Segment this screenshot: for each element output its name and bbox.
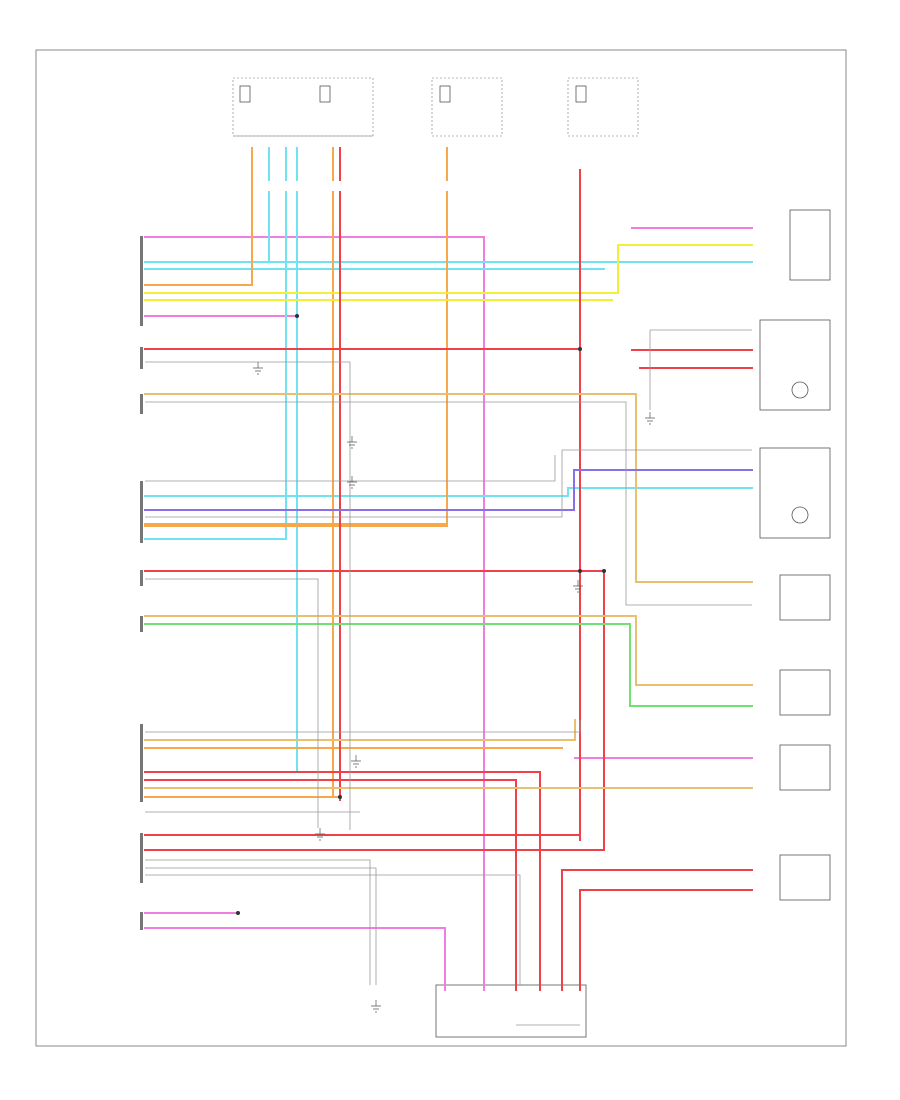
fuse-block-center xyxy=(431,77,503,137)
driver-door-ajar-switch xyxy=(779,574,831,621)
wires-green xyxy=(144,623,753,707)
wires-gray xyxy=(145,329,752,985)
ground-symbols xyxy=(253,362,655,1013)
wires-yellow xyxy=(144,244,753,301)
left-rear-door-ajar-switch xyxy=(779,854,831,901)
driver-door-lock-actuator xyxy=(759,319,831,411)
fuse-block-right xyxy=(567,77,639,137)
wires-tan xyxy=(144,393,753,789)
wires-purple xyxy=(144,469,753,511)
passenger-door-lock-actuator xyxy=(759,447,831,539)
rear-door-ajar-switch xyxy=(779,744,831,791)
module-connector-pins xyxy=(140,236,143,930)
bottom-junction-block xyxy=(435,984,587,1038)
wires-pink xyxy=(144,227,753,991)
fuse-block-left xyxy=(232,77,374,137)
wires-light-blue xyxy=(144,147,753,773)
diagram-frame xyxy=(35,49,847,1047)
driver-door-switch xyxy=(789,209,831,281)
wires-orange xyxy=(144,147,563,798)
passenger-door-ajar-switch xyxy=(779,669,831,716)
splice-points xyxy=(236,314,606,915)
wires-red xyxy=(144,147,753,991)
